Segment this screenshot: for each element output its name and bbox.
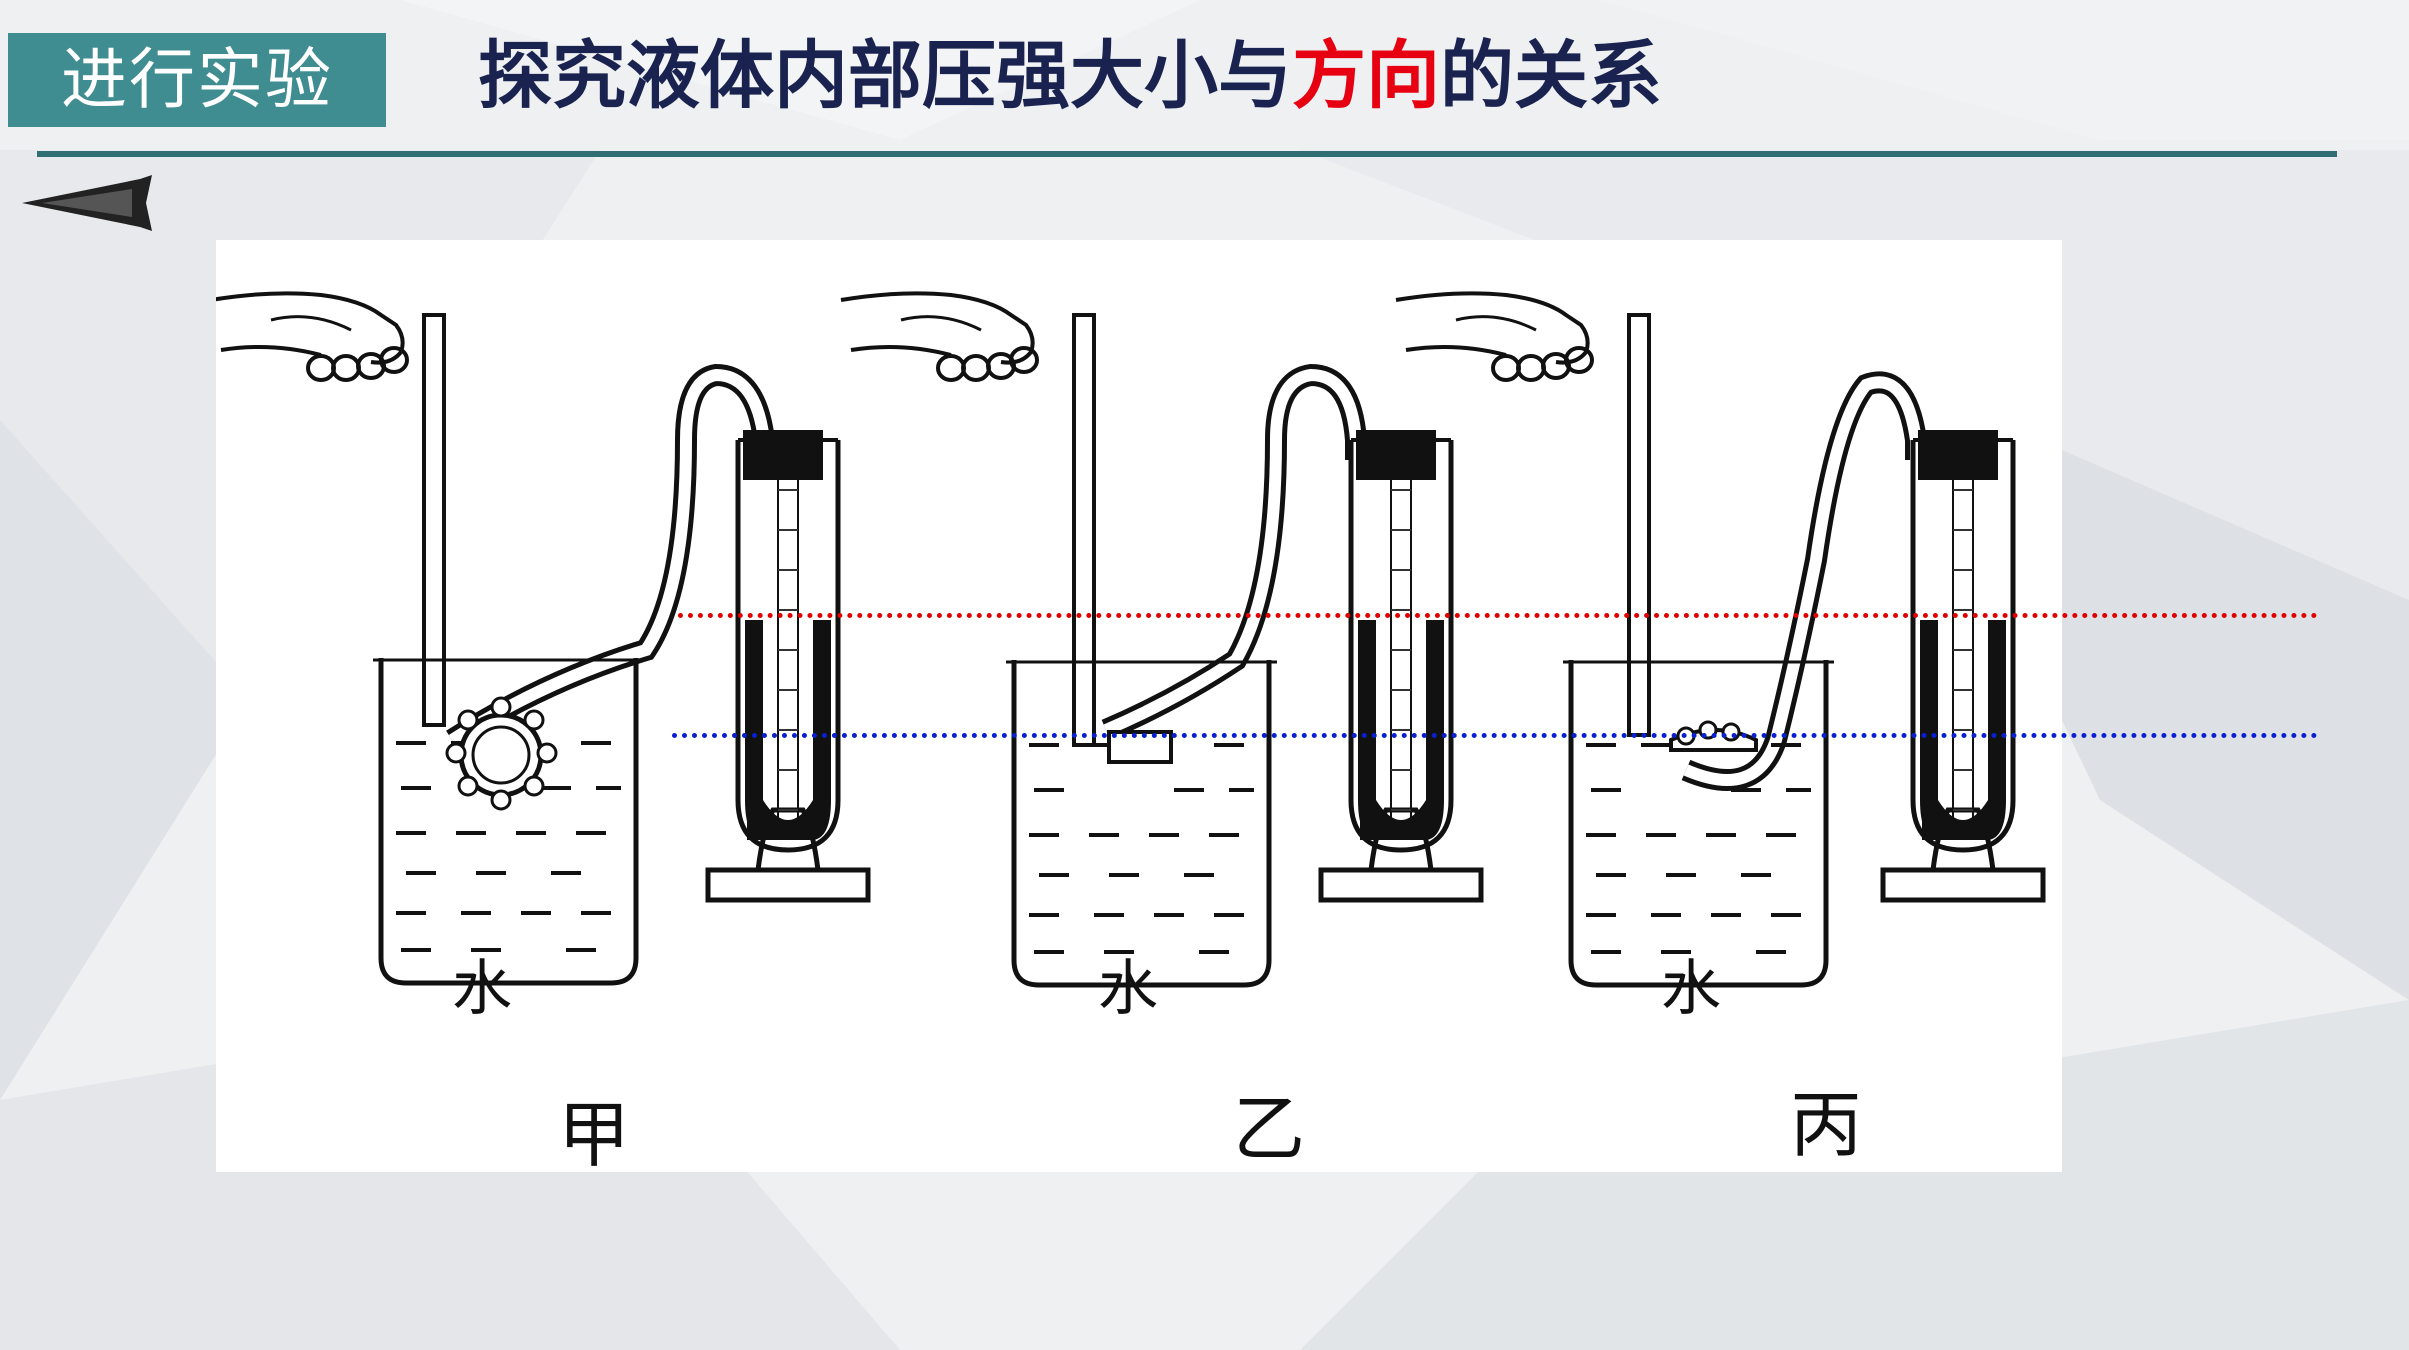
header-rule bbox=[37, 151, 2337, 157]
water-label-jia: 水 bbox=[452, 954, 512, 1024]
title-highlight: 方向 bbox=[1292, 33, 1440, 119]
title-main: 探究液体内部压强大小与 bbox=[478, 33, 1292, 119]
experiment-figure: 水 水 水 甲 乙 丙 bbox=[216, 240, 2318, 1177]
back-arrow-icon[interactable] bbox=[22, 175, 152, 231]
panel-jia bbox=[216, 291, 868, 983]
slide-title: 探究液体内部压强大小与方向的关系 bbox=[478, 26, 1662, 126]
panel-yi bbox=[839, 291, 1481, 985]
title-end: 的关系 bbox=[1440, 33, 1662, 119]
water-label-bing: 水 bbox=[1661, 954, 1721, 1024]
water-label-yi: 水 bbox=[1098, 954, 1158, 1024]
panel-bing bbox=[1394, 291, 2043, 985]
caption-jia: 甲 bbox=[558, 1093, 631, 1177]
caption-bing: 丙 bbox=[1790, 1083, 1863, 1167]
lower-level-line bbox=[672, 733, 2318, 738]
apparatus-drawing bbox=[216, 291, 2062, 1172]
caption-yi: 乙 bbox=[1233, 1087, 1306, 1171]
upper-level-line bbox=[678, 613, 2318, 618]
section-badge: 进行实验 bbox=[8, 33, 386, 127]
